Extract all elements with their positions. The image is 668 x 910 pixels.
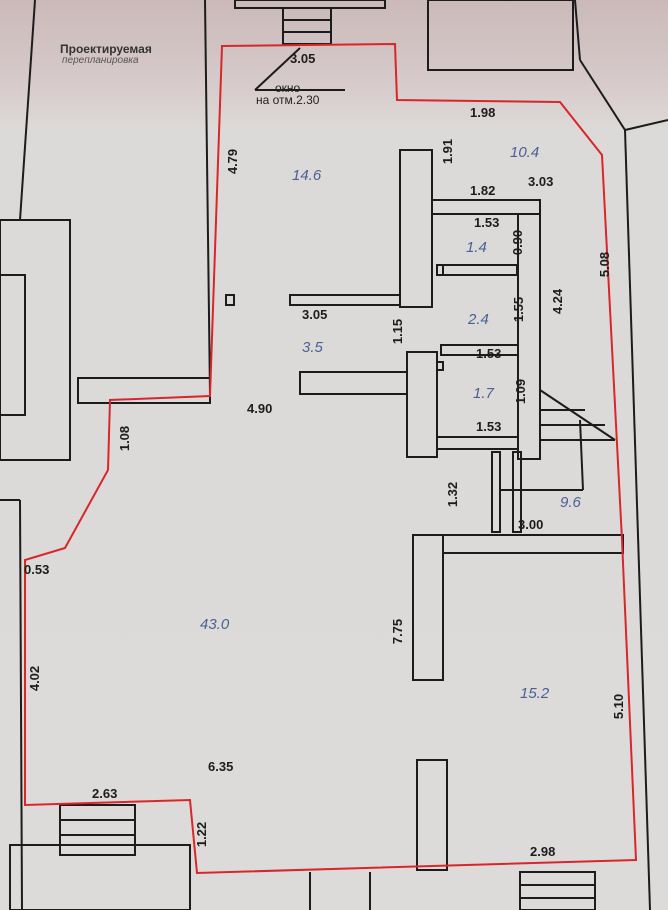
room-area: 3.5 — [302, 339, 323, 356]
interior-wall — [517, 213, 541, 460]
dimension: 7.75 — [390, 618, 406, 645]
interior-wall — [406, 351, 438, 458]
interior-wall — [289, 294, 401, 306]
dimension: 1.32 — [445, 481, 461, 508]
dimension: 1.91 — [440, 138, 456, 165]
plan-subtitle: перепланировка — [62, 55, 139, 66]
dimension: 1.55 — [511, 296, 527, 323]
interior-wall — [399, 149, 433, 308]
dimension: 2.63 — [92, 786, 118, 801]
dimension: 3.05 — [302, 307, 328, 322]
interior-wall — [412, 534, 444, 681]
entrance-stairs — [59, 804, 136, 856]
dimension: 1.08 — [117, 425, 133, 452]
dimension: 5.08 — [597, 251, 613, 278]
room-area: 1.7 — [473, 385, 494, 402]
wall-block — [0, 219, 71, 461]
room-area: 1.4 — [466, 239, 487, 256]
interior-wall — [416, 759, 448, 871]
wall-line — [204, 0, 211, 396]
wall-block — [427, 0, 574, 71]
dimension: 4.02 — [27, 665, 43, 692]
interior-wall — [431, 199, 541, 215]
wall-line — [19, 0, 36, 221]
room-area: 9.6 — [560, 494, 581, 511]
room-area: 10.4 — [510, 144, 540, 161]
dimension: 1.53 — [474, 215, 500, 230]
premises-boundary — [24, 42, 638, 875]
dimension: 5.10 — [611, 693, 627, 720]
room-area: 15.2 — [520, 685, 550, 702]
plan-title: Проектируемая — [60, 42, 152, 56]
dimension: 4.24 — [550, 288, 566, 315]
dimension: 1.53 — [476, 346, 502, 361]
window-note: окно — [275, 81, 301, 95]
interior-wall — [299, 371, 408, 395]
dimension: 6.35 — [208, 759, 234, 774]
dimension: 1.15 — [390, 318, 406, 345]
dimension: 3.03 — [528, 174, 554, 189]
room-area: 43.0 — [200, 616, 230, 633]
dimension: 4.90 — [247, 401, 273, 416]
dimension: 1.09 — [513, 378, 529, 405]
dimension: 3.05 — [290, 51, 316, 66]
dimension: 1.82 — [470, 183, 496, 198]
dimension: 1.53 — [476, 419, 502, 434]
dimension: 3.00 — [518, 517, 544, 532]
dimension: 1.22 — [194, 821, 210, 848]
window-note-height: на отм.2.30 — [256, 93, 320, 107]
stairs — [282, 7, 332, 45]
dimension: 4.79 — [225, 148, 241, 175]
wall-block — [234, 0, 386, 9]
dimension: 0.53 — [24, 562, 50, 577]
room-area: 14.6 — [292, 167, 322, 184]
entrance-stairs — [519, 871, 596, 910]
dimension: 2.98 — [530, 844, 556, 859]
room-area: 2.4 — [468, 311, 489, 328]
dimension: 1.98 — [470, 105, 496, 120]
dimension: 0.90 — [510, 229, 526, 256]
